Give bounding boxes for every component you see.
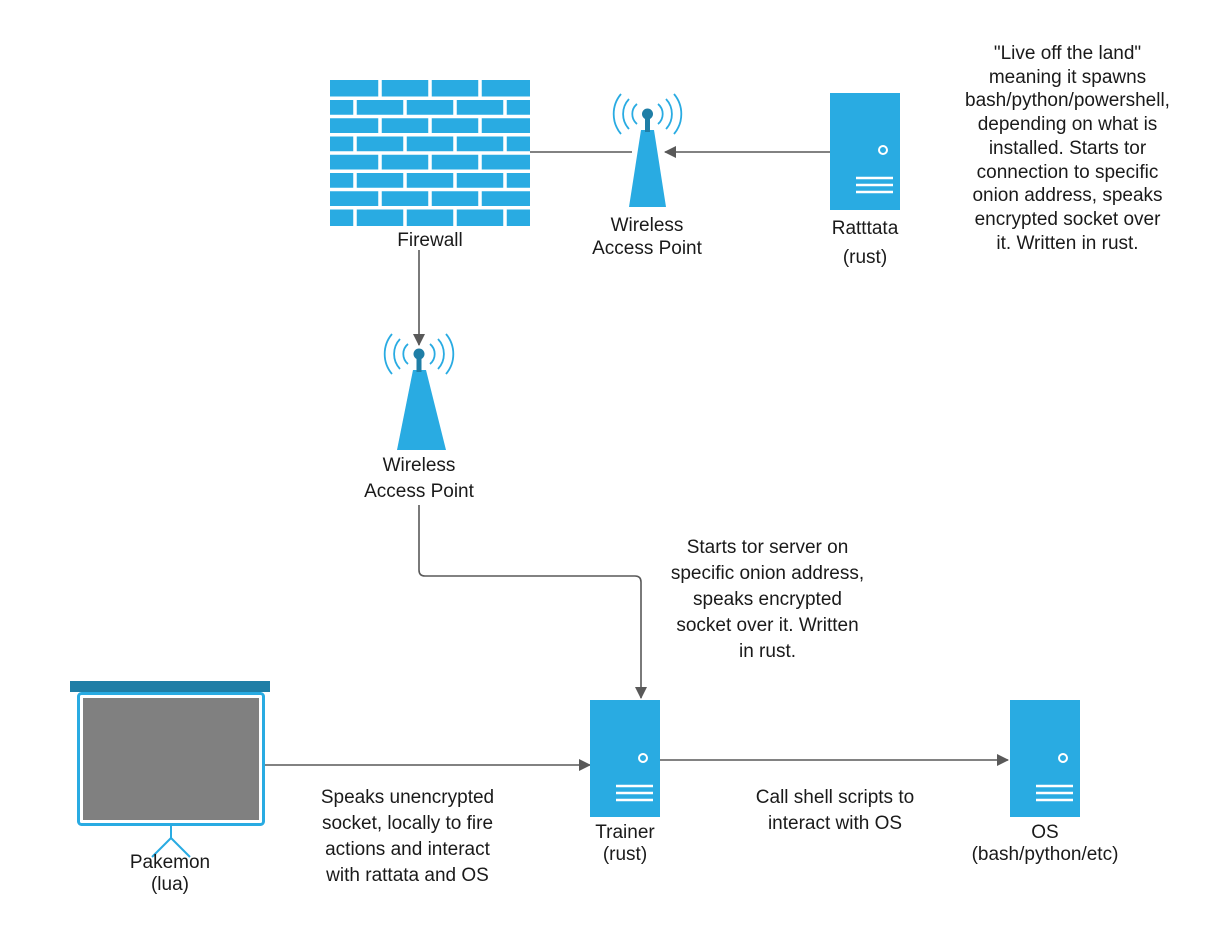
projector-screen-icon xyxy=(70,681,270,858)
os-label: OS (bash/python/etc) xyxy=(971,822,1119,865)
ratttata-label: Ratttata (rust) xyxy=(831,218,899,268)
ratttata-note: "Live off the land" meaning it spawns ba… xyxy=(965,43,1170,254)
server-icon xyxy=(1010,700,1080,817)
trainer-note: Starts tor server on specific onion addr… xyxy=(670,537,865,662)
pakemon-label: Pakemon (lua) xyxy=(129,852,211,895)
antenna-icon xyxy=(612,93,683,207)
trainer-label: Trainer (rust) xyxy=(595,822,655,865)
brick-wall-icon xyxy=(330,80,530,226)
trainer-os-note: Call shell scripts to interact with OS xyxy=(755,787,915,834)
server-icon xyxy=(830,93,900,210)
server-icon xyxy=(590,700,660,817)
wap-left-label: Wireless Access Point xyxy=(364,455,474,502)
antenna-icon xyxy=(383,333,455,450)
connector-wap-to-trainer xyxy=(418,505,647,699)
firewall-label: Firewall xyxy=(397,230,463,251)
wap-top-label: Wireless Access Point xyxy=(592,215,702,259)
pakemon-trainer-note: Speaks unencrypted socket, locally to fi… xyxy=(320,787,495,886)
